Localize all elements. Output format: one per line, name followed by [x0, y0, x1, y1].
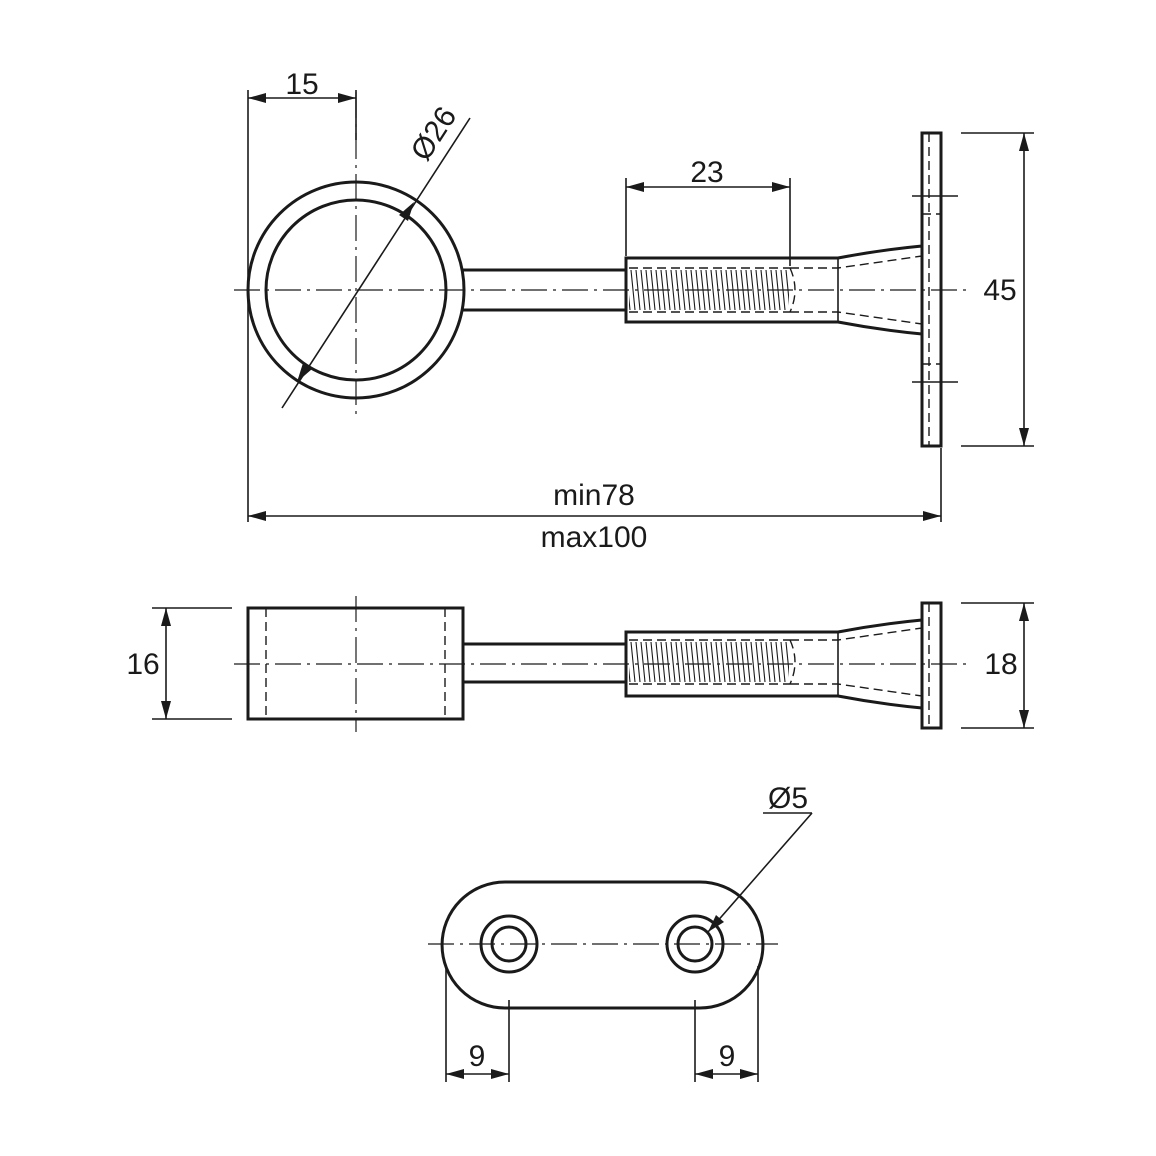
thread-stroke	[705, 641, 711, 683]
arrow-head	[1019, 133, 1029, 151]
thread-stroke	[670, 269, 676, 311]
thread-stroke	[745, 641, 751, 683]
flange-plate	[920, 601, 943, 730]
arrow-head	[399, 202, 414, 221]
arrow-head	[708, 915, 724, 932]
dim-label-thread-length: 23	[690, 156, 723, 189]
thread-stroke	[735, 641, 741, 683]
arrow-head	[446, 1069, 464, 1079]
thread-stroke	[630, 641, 636, 683]
side-view: 16 18	[126, 596, 1034, 732]
arrow-head	[248, 511, 266, 521]
dim-line-diameter	[281, 117, 471, 409]
dim-label-ring-width: 16	[126, 648, 159, 681]
thread-bore-hidden	[629, 627, 923, 697]
thread-hatch	[629, 641, 800, 683]
thread-stroke	[685, 641, 691, 683]
thread-stroke	[710, 641, 716, 683]
thread-stroke	[730, 641, 736, 683]
dim-label-flange-height: 45	[983, 274, 1016, 307]
thread-stroke	[780, 641, 786, 683]
thread-stroke	[690, 641, 696, 683]
arrow-head	[248, 93, 266, 103]
thread-stroke	[760, 269, 766, 311]
arrow-head	[1019, 603, 1029, 621]
thread-stroke	[660, 641, 666, 683]
thread-stroke	[670, 641, 676, 683]
thread-stroke	[750, 269, 756, 311]
arrow-head	[161, 608, 171, 626]
thread-stroke	[629, 666, 631, 683]
dim-label-length-min: min78	[553, 479, 635, 512]
thread-stroke	[725, 641, 731, 683]
thread-stroke	[695, 641, 701, 683]
thread-stroke	[750, 641, 756, 683]
arrow-head	[297, 363, 312, 382]
thread-stroke	[770, 641, 776, 683]
thread-stroke	[630, 269, 636, 311]
front-view: 15 Ø26 23 45 min78 max100	[234, 68, 1034, 554]
thread-stroke	[755, 641, 761, 683]
arrow-head	[161, 701, 171, 719]
thread-stroke	[629, 294, 631, 311]
arrow-head	[491, 1069, 509, 1079]
thread-stroke	[760, 641, 766, 683]
arrow-head	[740, 1069, 758, 1079]
dim-label-ring-diameter: Ø26	[405, 101, 464, 167]
dim-label-hole-offset-left: 9	[469, 1040, 486, 1073]
arrow-head	[772, 182, 790, 192]
arrow-head	[923, 511, 941, 521]
thread-stroke	[785, 641, 789, 678]
thread-stroke	[640, 269, 646, 311]
thread-stroke	[720, 269, 726, 311]
thread-stroke	[640, 641, 646, 683]
thread-stroke	[700, 641, 706, 683]
thread-stroke	[665, 641, 671, 683]
thread-stroke	[765, 641, 771, 683]
thread-stroke	[680, 269, 686, 311]
thread-stroke	[740, 641, 746, 683]
thread-stroke	[635, 641, 641, 683]
dim-label-flange-width: 18	[984, 648, 1017, 681]
flange-outline	[440, 880, 765, 1010]
arrow-head	[1019, 428, 1029, 446]
thread-stroke	[655, 641, 661, 683]
dim-label-hole-offset-right: 9	[719, 1040, 736, 1073]
thread-stroke	[650, 641, 656, 683]
thread-stroke	[775, 641, 781, 683]
thread-stroke	[680, 641, 686, 683]
arrow-head	[626, 182, 644, 192]
thread-stroke	[675, 641, 681, 683]
thread-stroke	[715, 641, 721, 683]
arrow-head	[695, 1069, 713, 1079]
thread-stroke	[645, 641, 651, 683]
thread-stroke	[796, 642, 800, 682]
dim-label-length-max: max100	[541, 521, 648, 554]
arrow-head	[1019, 710, 1029, 728]
arrow-head	[338, 93, 356, 103]
thread-bore-hidden	[629, 255, 923, 325]
dim-label-hole-diameter: Ø5	[768, 782, 808, 815]
thread-stroke	[710, 269, 716, 311]
leader-line	[707, 812, 813, 933]
thread-stroke	[720, 641, 726, 683]
flange-view: Ø5 9 9	[428, 782, 813, 1082]
dim-label-ring-offset: 15	[285, 68, 318, 101]
